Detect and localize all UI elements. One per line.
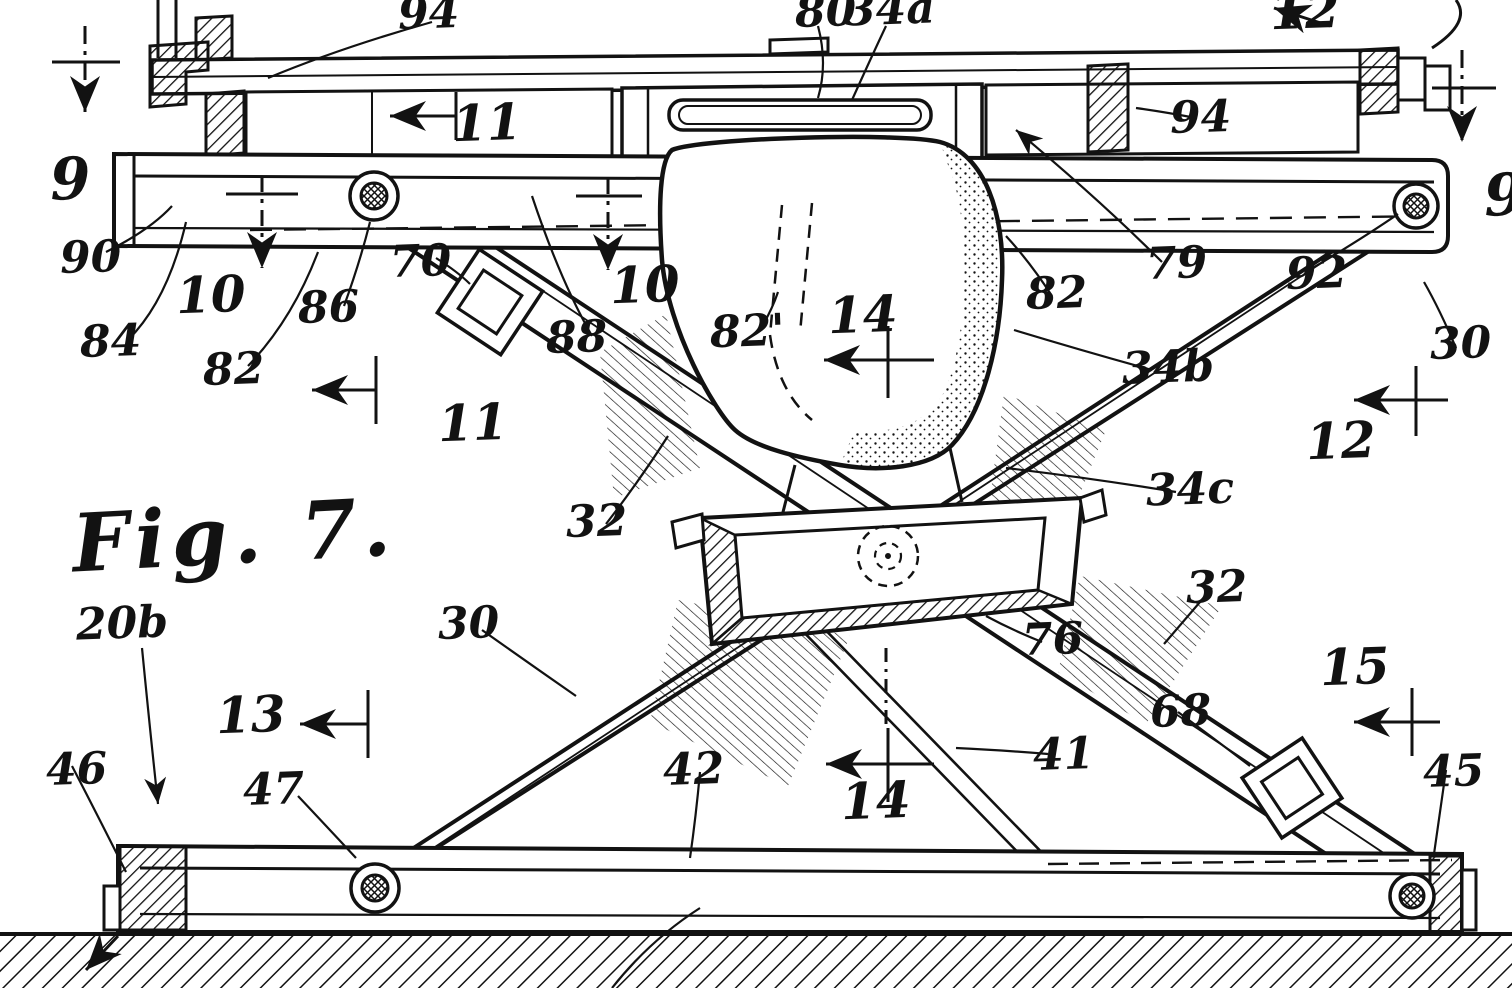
ref-92: 92 xyxy=(1285,251,1348,297)
ref-20b: 20b xyxy=(75,600,168,647)
ref-94-right: 94 xyxy=(1169,95,1232,141)
section-10-center: 10 xyxy=(609,259,680,311)
section-11-top: 11 xyxy=(451,97,522,149)
figure-caption: Fig. 7. xyxy=(70,480,399,591)
section-11-left: 11 xyxy=(437,397,508,449)
ref-34c: 34c xyxy=(1145,466,1235,513)
ref-84: 84 xyxy=(79,319,142,365)
section-9-right: 9 xyxy=(1483,165,1512,224)
ref-70: 70 xyxy=(389,239,452,285)
ref-46: 46 xyxy=(45,747,108,793)
ref-32-right: 32 xyxy=(1185,565,1248,611)
section-15: 15 xyxy=(1319,641,1390,693)
section-14-lower: 14 xyxy=(840,775,911,827)
ref-42: 42 xyxy=(662,747,725,793)
ref-45: 45 xyxy=(1422,749,1485,795)
section-12-right: 12 xyxy=(1305,415,1376,467)
ref-30-right: 30 xyxy=(1429,321,1492,367)
ref-41: 41 xyxy=(1032,732,1095,778)
ref-34b: 34b xyxy=(1121,344,1214,391)
ref-88: 88 xyxy=(545,315,608,361)
section-12-top-right: 12 xyxy=(1269,0,1340,37)
ref-82-right: 82 xyxy=(1025,271,1088,317)
section-9-left: 9 xyxy=(49,149,91,208)
section-14-upper: 14 xyxy=(827,289,898,341)
ref-94-top-left: 94 xyxy=(397,0,460,37)
ref-30-left: 30 xyxy=(437,601,500,647)
ref-82-prime: 82' xyxy=(709,309,785,356)
ref-47: 47 xyxy=(242,767,305,813)
ref-34a: 34a xyxy=(844,0,935,34)
ground-hatch xyxy=(0,934,1512,988)
section-13: 13 xyxy=(215,689,286,741)
ref-76: 76 xyxy=(1021,617,1084,663)
section-10-left: 10 xyxy=(175,269,246,321)
bottom-rail xyxy=(104,846,1476,932)
ref-79: 79 xyxy=(1145,241,1208,287)
ref-82-left: 82 xyxy=(202,347,265,393)
ref-68: 68 xyxy=(1149,689,1212,735)
ref-90: 90 xyxy=(59,235,122,281)
ref-86: 86 xyxy=(297,285,360,331)
ref-32-left: 32 xyxy=(565,499,628,545)
